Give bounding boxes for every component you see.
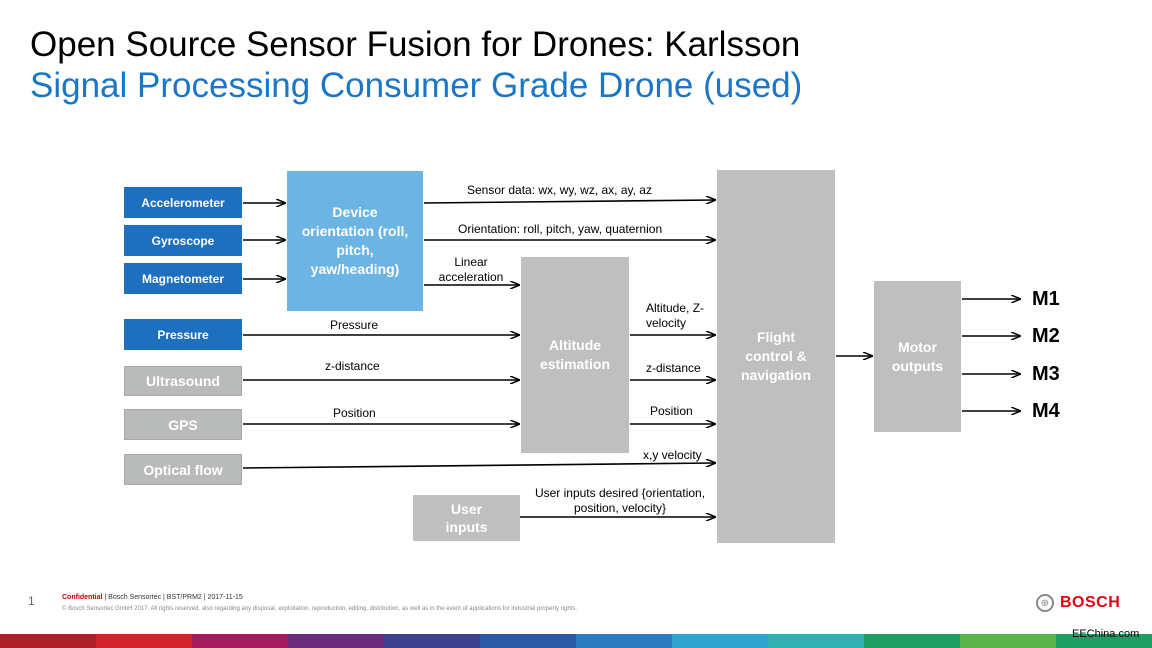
label-sensor-data: Sensor data: wx, wy, wz, ax, ay, az (467, 183, 652, 197)
motor-label-m4: M4 (1032, 400, 1060, 422)
altitude-estimation-block: Altitude estimation (521, 257, 629, 453)
motor-label-m2: M2 (1032, 325, 1060, 347)
footer-info: Confidential | Bosch Sensortec | BST/PRM… (62, 594, 243, 601)
copyright-text: © Bosch Sensortec GmbH 2017. All rights … (62, 606, 578, 612)
stripe-segment (672, 634, 768, 648)
arrow-optical-flow (242, 463, 715, 469)
stripe-segment (864, 634, 960, 648)
label-pressure: Pressure (330, 318, 379, 332)
gyroscope-box: Gyroscope (124, 225, 242, 256)
bosch-logo: ⊕ BOSCH (1036, 594, 1120, 612)
stripe-segment (0, 634, 96, 648)
watermark: EEChina.com (1072, 628, 1140, 640)
label-orientation: Orientation: roll, pitch, yaw, quaternio… (458, 222, 663, 236)
label-altitude-z-velocity: Altitude, Z-velocity (646, 301, 705, 330)
user-inputs-box: User inputs (413, 495, 520, 541)
ultrasound-box: Ultrasound (124, 366, 242, 396)
magnetometer-box: Magnetometer (124, 263, 242, 294)
stripe-segment (192, 634, 288, 648)
motor-label-m1: M1 (1032, 288, 1060, 310)
slide-title: Open Source Sensor Fusion for Drones: Ka… (30, 25, 801, 64)
stripe-segment (768, 634, 864, 648)
stripe-segment (288, 634, 384, 648)
flight-control-block: Flight control & navigation (717, 170, 835, 543)
page-number: 1 (28, 594, 35, 608)
label-linear-acceleration: Linear acceleration (438, 255, 504, 284)
label-z-distance-out: z-distance (646, 361, 701, 375)
optical-flow-box: Optical flow (124, 454, 242, 485)
arrow-sensor-data (423, 200, 715, 203)
pressure-box: Pressure (124, 319, 242, 350)
gps-box: GPS (124, 409, 242, 440)
footer-meta: | Bosch Sensortec | BST/PRM2 | 2017-11-1… (102, 594, 243, 601)
brand-name: BOSCH (1060, 594, 1121, 611)
device-orientation-block: Device orientation (roll, pitch, yaw/hea… (287, 171, 423, 311)
stripe-segment (480, 634, 576, 648)
confidential-label: Confidential (62, 594, 103, 601)
motor-label-m3: M3 (1032, 363, 1060, 385)
accelerometer-box: Accelerometer (124, 187, 242, 218)
motor-outputs-block: Motor outputs (874, 281, 961, 432)
label-user-inputs-desired: User inputs desired {orientation, positi… (534, 486, 706, 515)
slide-subtitle: Signal Processing Consumer Grade Drone (… (30, 66, 803, 105)
bosch-armature-icon: ⊕ (1036, 594, 1054, 612)
label-z-distance-in: z-distance (325, 359, 380, 373)
label-position-out: Position (650, 404, 693, 418)
stripe-segment (1056, 634, 1152, 648)
stripe-segment (96, 634, 192, 648)
stripe-segment (576, 634, 672, 648)
label-position-in: Position (333, 406, 376, 420)
stripe-segment (960, 634, 1056, 648)
stripe-segment (384, 634, 480, 648)
color-stripe (0, 634, 1152, 648)
label-xy-velocity: x,y velocity (643, 448, 702, 462)
